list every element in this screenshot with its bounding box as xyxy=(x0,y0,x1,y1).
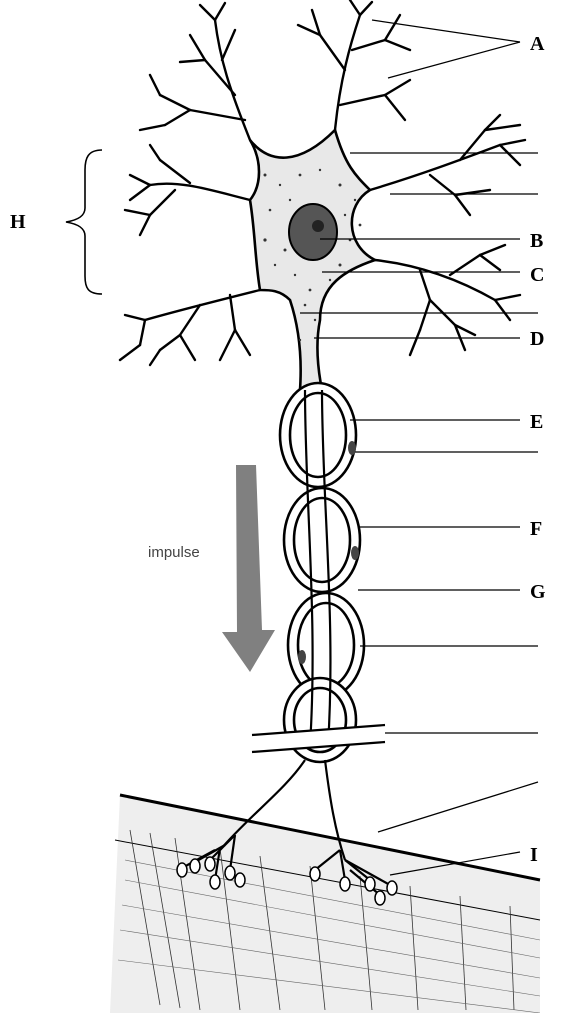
label-h: H xyxy=(10,211,26,233)
label-a: A xyxy=(530,33,545,55)
label-d: D xyxy=(530,328,544,350)
label-e: E xyxy=(530,411,543,433)
label-b: B xyxy=(530,230,543,252)
axon-break xyxy=(252,725,385,752)
label-c: C xyxy=(530,264,544,286)
nucleus xyxy=(289,204,337,260)
label-f: F xyxy=(530,518,542,540)
nucleolus xyxy=(312,220,324,232)
impulse-arrow xyxy=(222,465,275,672)
h-brace xyxy=(66,150,102,294)
impulse-label: impulse xyxy=(148,544,200,561)
label-g: G xyxy=(530,581,546,603)
label-i: I xyxy=(530,844,538,866)
muscle-fiber xyxy=(110,795,540,1013)
